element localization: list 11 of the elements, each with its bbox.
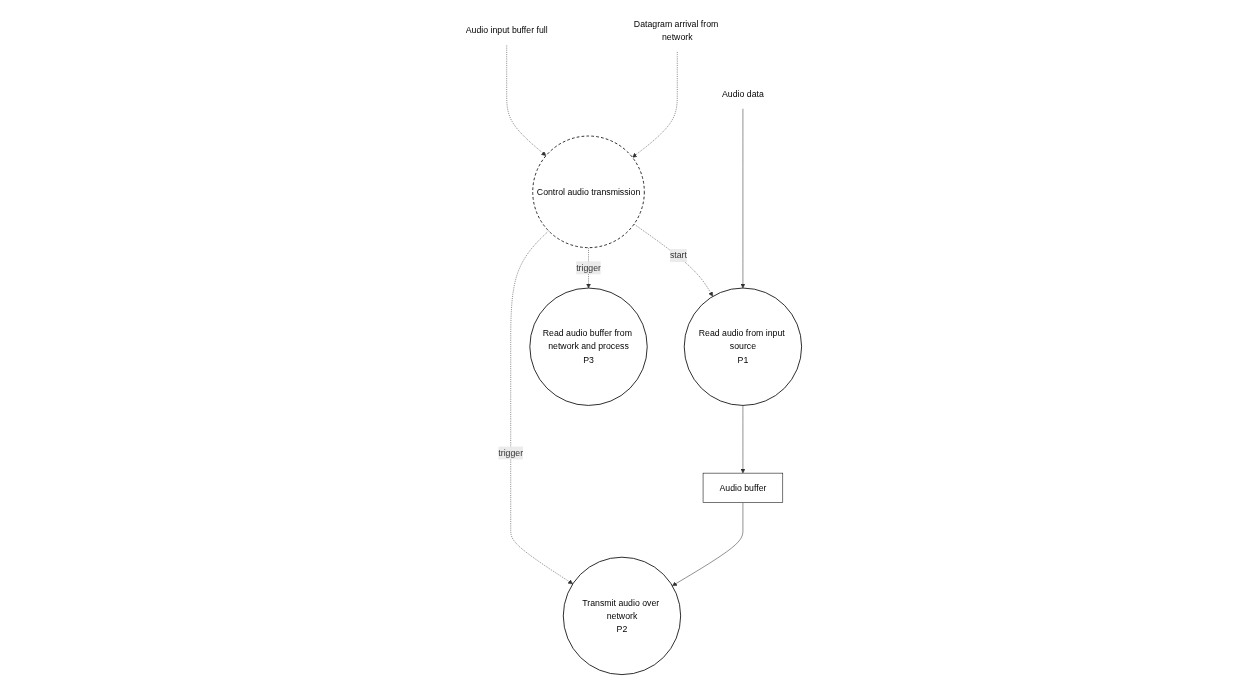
node-box: Audio buffer <box>702 472 784 503</box>
node-circle: Read audio from input source P1 <box>683 287 802 406</box>
edge-label: start <box>669 250 687 260</box>
node-circle: Transmit audio over network P2 <box>562 556 682 676</box>
edge-label: trigger <box>576 262 601 273</box>
node-circle: Read audio buffer from network and process P3 <box>529 287 648 406</box>
node-text: Audio input buffer full <box>465 25 548 36</box>
node-text: Audio data <box>722 89 764 99</box>
node-circle: Control audio transmission <box>532 135 645 249</box>
node-text: Datagram arrival from network <box>633 19 719 42</box>
edge-label: trigger <box>498 448 524 458</box>
